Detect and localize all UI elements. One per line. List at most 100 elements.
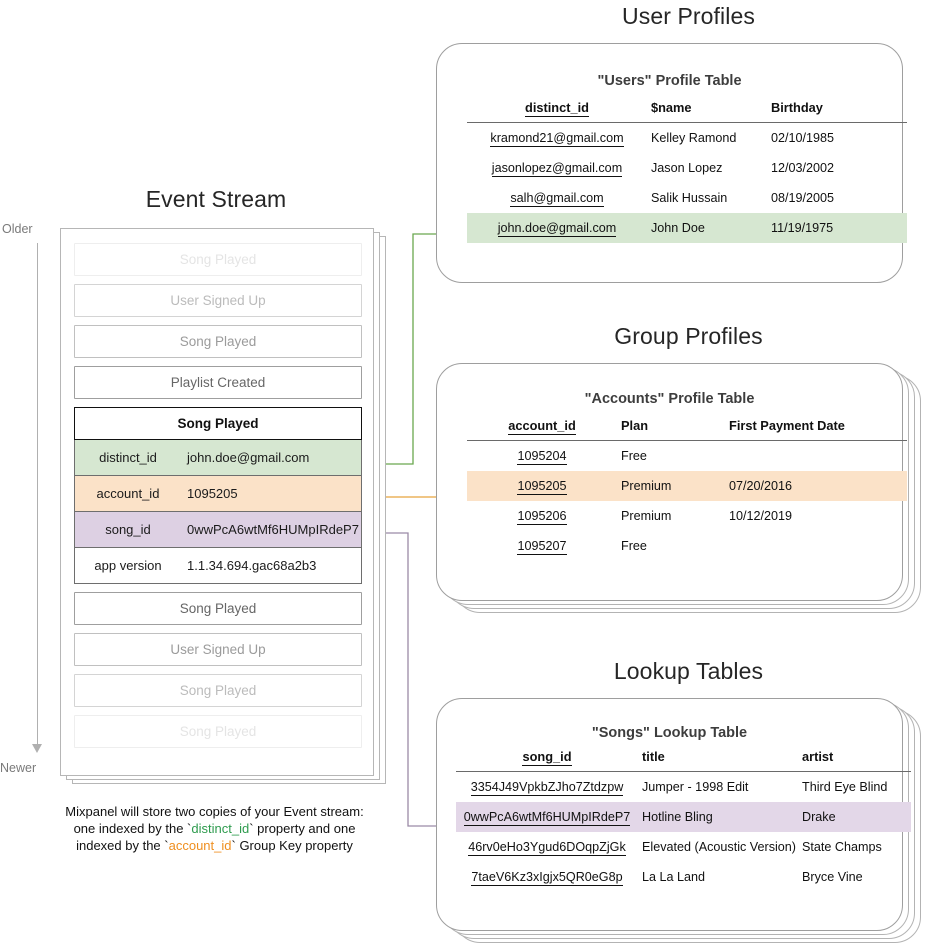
table-row[interactable]: 3354J49VpkbZJho7Ztdzpw Jumper - 1998 Edi… <box>456 772 911 802</box>
table-row[interactable]: salh@gmail.com Salik Hussain 08/19/2005 <box>467 183 907 213</box>
table-header-row: song_id title artist <box>456 749 911 772</box>
column-header-name: $name <box>651 100 692 115</box>
table-row[interactable]: jasonlopez@gmail.com Jason Lopez 12/03/2… <box>467 153 907 183</box>
cell-name: Jason Lopez <box>651 160 723 175</box>
lookup-tables-card-wrap: "Songs" Lookup Table song_id title artis… <box>436 698 936 948</box>
user-profiles-card-wrap: "Users" Profile Table distinct_id $name … <box>436 43 916 283</box>
time-axis-arrow-icon <box>32 744 42 753</box>
property-value: 1095205 <box>187 486 238 501</box>
cell-first-payment <box>725 441 907 471</box>
event-item[interactable]: Song Played <box>74 715 362 748</box>
cell-song-id: 46rv0eHo3Ygud6DOqpZjGk <box>468 839 626 856</box>
cell-song-id: 3354J49VpkbZJho7Ztdzpw <box>470 779 624 796</box>
cell-distinct-id: salh@gmail.com <box>510 190 604 207</box>
songs-lookup-card: "Songs" Lookup Table song_id title artis… <box>436 698 911 931</box>
songs-lookup-table: song_id title artist 3354J49VpkbZJho7Ztd… <box>456 749 911 892</box>
users-table-title: "Users" Profile Table <box>597 73 742 89</box>
event-item[interactable]: Song Played <box>74 592 362 625</box>
cell-distinct-id: john.doe@gmail.com <box>467 212 647 243</box>
group-profiles-card-wrap: "Accounts" Profile Table account_id Plan… <box>436 363 936 613</box>
table-row[interactable]: 1095204 Free <box>467 441 907 471</box>
time-axis-line <box>37 243 38 748</box>
table-row-highlighted[interactable]: 0wwPcA6wtMf6HUMpIRdeP7 Hotline Bling Dra… <box>456 801 911 832</box>
caption-line-3: indexed by the `account_id` Group Key pr… <box>32 837 397 854</box>
event-item[interactable]: Song Played <box>74 674 362 707</box>
selected-event-name: Song Played <box>74 407 362 440</box>
cell-account-id: 1095205 <box>467 470 617 501</box>
cell-title: La La Land <box>642 869 706 884</box>
event-property-distinct-id: distinct_id john.doe@gmail.com <box>74 440 362 476</box>
property-key: account_id <box>96 486 160 501</box>
cell-artist: Third Eye Blind <box>802 779 888 794</box>
column-header-first-payment-date: First Payment Date <box>729 418 845 433</box>
accounts-table-title: "Accounts" Profile Table <box>584 391 755 407</box>
event-stream-stack: Song Played User Signed Up Song Played P… <box>60 228 386 784</box>
cell-song-id: 7taeV6Kz3xIgjx5QR0eG8p <box>471 869 623 886</box>
property-key: app version <box>94 558 162 573</box>
caption-text: ` property and one <box>249 821 356 836</box>
table-row[interactable]: 46rv0eHo3Ygud6DOqpZjGk Elevated (Acousti… <box>456 832 911 862</box>
event-list: Song Played User Signed Up Song Played P… <box>74 243 362 756</box>
property-value: john.doe@gmail.com <box>187 450 310 465</box>
table-row-highlighted[interactable]: 1095205 Premium 07/20/2016 <box>467 470 907 501</box>
cell-plan: Free <box>621 538 647 553</box>
table-row-highlighted[interactable]: john.doe@gmail.com John Doe 11/19/1975 <box>467 212 907 243</box>
cell-name: Salik Hussain <box>651 190 728 205</box>
accounts-profile-card: "Accounts" Profile Table account_id Plan… <box>436 363 907 601</box>
cell-account-id: 1095207 <box>517 538 567 555</box>
table-row[interactable]: 1095206 Premium 10/12/2019 <box>467 501 907 531</box>
event-item[interactable]: User Signed Up <box>74 633 362 666</box>
table-header-row: distinct_id $name Birthday <box>467 100 907 123</box>
event-item[interactable]: Song Played <box>74 243 362 276</box>
cell-account-id: 1095204 <box>517 448 567 465</box>
cell-account-id: 1095206 <box>517 508 567 525</box>
cell-first-payment: 10/12/2019 <box>729 508 793 523</box>
column-header-artist: artist <box>802 749 834 764</box>
cell-plan: Premium <box>617 470 725 501</box>
property-value: 0wwPcA6wtMf6HUMpIRdeP7 <box>187 522 359 537</box>
column-header-distinct-id: distinct_id <box>525 100 589 117</box>
cell-birthday: 11/19/1975 <box>767 212 907 243</box>
older-label: Older <box>2 222 33 236</box>
distinct-id-token: distinct_id <box>191 821 250 836</box>
caption-text: indexed by the ` <box>76 838 169 853</box>
cell-birthday: 12/03/2002 <box>771 160 835 175</box>
selected-event-card[interactable]: Song Played distinct_id john.doe@gmail.c… <box>74 407 362 584</box>
table-row[interactable]: 7taeV6Kz3xIgjx5QR0eG8p La La Land Bryce … <box>456 862 911 892</box>
cell-artist: State Champs <box>802 839 882 854</box>
users-profile-card: "Users" Profile Table distinct_id $name … <box>436 43 907 283</box>
column-header-account-id: account_id <box>508 418 576 435</box>
cell-birthday: 02/10/1985 <box>771 130 835 145</box>
event-item[interactable]: Playlist Created <box>74 366 362 399</box>
users-profile-table: distinct_id $name Birthday kramond21@gma… <box>467 100 907 243</box>
table-header-row: account_id Plan First Payment Date <box>467 418 907 441</box>
property-key: song_id <box>105 522 151 537</box>
cell-distinct-id: kramond21@gmail.com <box>490 130 624 147</box>
property-key: distinct_id <box>99 450 157 465</box>
property-value: 1.1.34.694.gac68a2b3 <box>187 558 317 573</box>
cell-name: Kelley Ramond <box>651 130 737 145</box>
cell-plan: Premium <box>621 508 672 523</box>
account-id-token: account_id <box>168 838 232 853</box>
event-stream-card: Song Played User Signed Up Song Played P… <box>60 228 374 776</box>
event-item[interactable]: User Signed Up <box>74 284 362 317</box>
cell-artist: Drake <box>798 801 911 832</box>
cell-title: Hotline Bling <box>638 801 798 832</box>
column-header-song-id: song_id <box>522 749 572 766</box>
cell-birthday: 08/19/2005 <box>771 190 835 205</box>
table-row[interactable]: 1095207 Free <box>467 531 907 561</box>
cell-first-payment: 07/20/2016 <box>725 470 907 501</box>
accounts-profile-table: account_id Plan First Payment Date 10952… <box>467 418 907 561</box>
column-header-plan: Plan <box>621 418 649 433</box>
user-profiles-heading: User Profiles <box>622 3 755 29</box>
cell-artist: Bryce Vine <box>802 869 863 884</box>
caption-line-2: one indexed by the `distinct_id` propert… <box>32 820 397 837</box>
event-property-song-id: song_id 0wwPcA6wtMf6HUMpIRdeP7 <box>74 512 362 548</box>
cell-song-id: 0wwPcA6wtMf6HUMpIRdeP7 <box>456 801 638 832</box>
caption-line-1: Mixpanel will store two copies of your E… <box>65 804 364 819</box>
table-row[interactable]: kramond21@gmail.com Kelley Ramond 02/10/… <box>467 123 907 153</box>
event-item[interactable]: Song Played <box>74 325 362 358</box>
cell-title: Elevated (Acoustic Version) <box>642 839 796 854</box>
newer-label: Newer <box>0 761 37 775</box>
